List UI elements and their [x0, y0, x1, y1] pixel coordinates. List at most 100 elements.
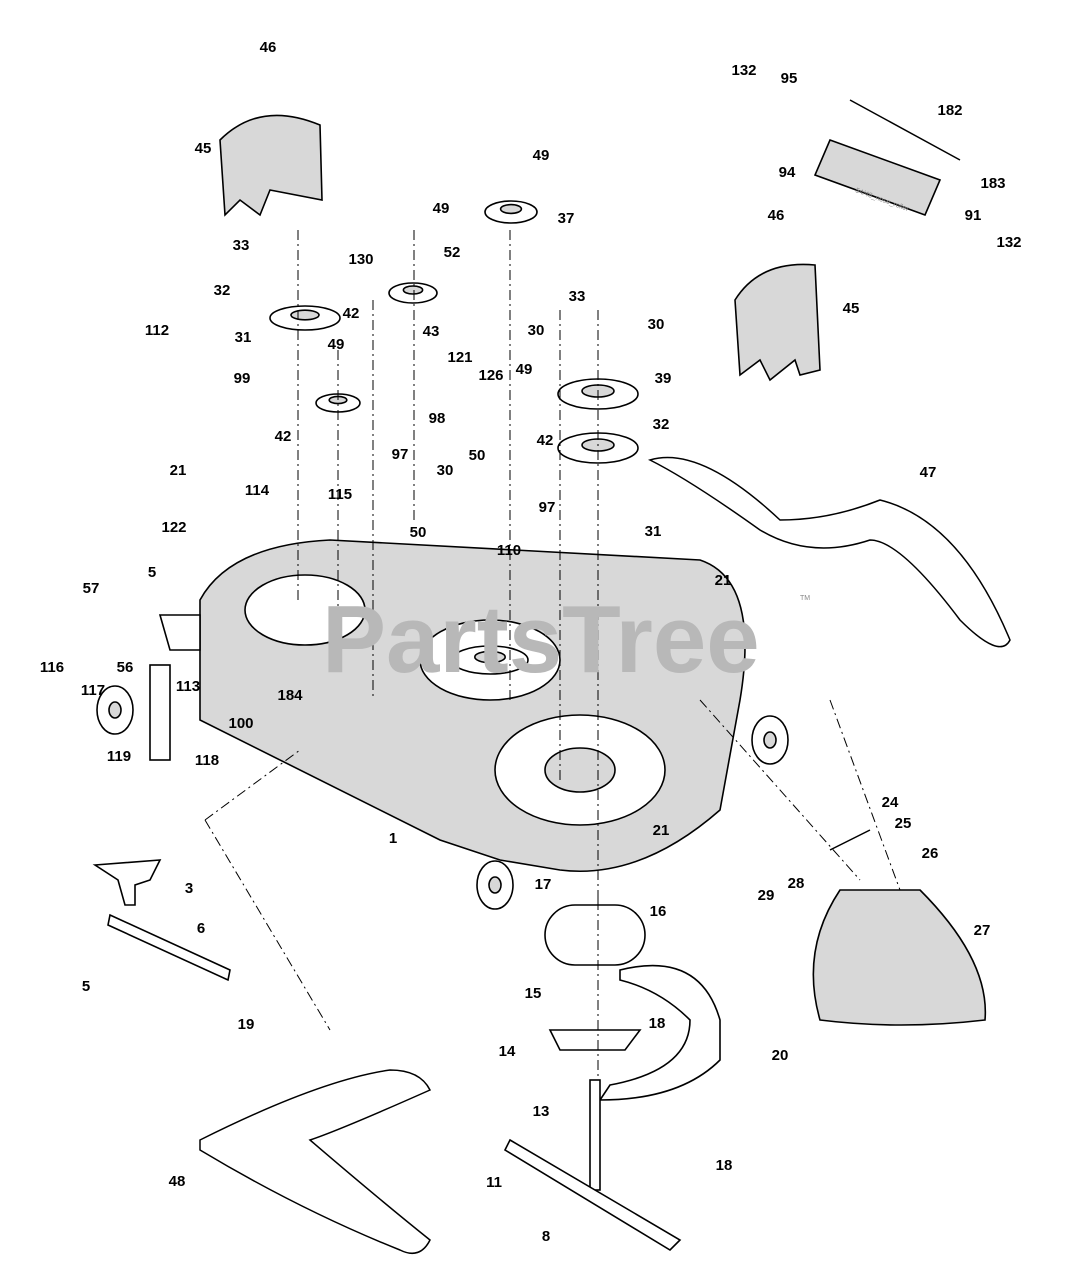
belt-cover-right [734, 263, 821, 382]
wheel-hub [763, 731, 777, 749]
callout-42: 42 [275, 428, 292, 445]
spindle-housing-14 [548, 1029, 642, 1051]
wheel-hub [108, 701, 122, 719]
callout-18: 18 [649, 1015, 666, 1032]
belt-47 [647, 456, 1011, 648]
callout-126: 126 [478, 367, 503, 384]
callout-56: 56 [117, 659, 134, 676]
watermark: PartsTree [322, 586, 760, 693]
callout-30: 30 [648, 316, 665, 333]
belt-48 [199, 1069, 432, 1255]
alignment-line [829, 699, 901, 891]
callout-112: 112 [145, 322, 169, 339]
callout-15: 15 [525, 985, 542, 1002]
callout-48: 48 [169, 1173, 186, 1190]
callout-97: 97 [392, 446, 409, 463]
callout-184: 184 [277, 687, 303, 704]
callout-113: 113 [176, 678, 200, 695]
callout-27: 27 [974, 922, 991, 939]
pulley-hub [499, 203, 523, 215]
callout-5: 5 [82, 978, 90, 995]
pulley-hub [290, 309, 320, 321]
callout-95: 95 [781, 70, 798, 87]
callout-1: 1 [389, 830, 397, 847]
callout-100: 100 [228, 715, 253, 732]
callout-29: 29 [758, 887, 775, 904]
spring-25 [829, 829, 871, 851]
callout-14: 14 [499, 1043, 516, 1060]
callout-46: 46 [260, 39, 277, 56]
callout-32: 32 [653, 416, 670, 433]
callout-39: 39 [655, 370, 672, 387]
callout-132: 132 [996, 234, 1021, 251]
callout-50: 50 [469, 447, 486, 464]
callout-49: 49 [533, 147, 550, 164]
callout-118: 118 [195, 752, 219, 769]
callout-42: 42 [537, 432, 554, 449]
callout-11: 11 [486, 1174, 502, 1191]
callout-28: 28 [788, 875, 805, 892]
pulley-hub [402, 285, 424, 295]
callout-13: 13 [533, 1103, 550, 1120]
callout-6: 6 [197, 920, 205, 937]
callout-57: 57 [83, 580, 100, 597]
alignment-line [204, 819, 331, 1031]
callout-47: 47 [920, 464, 937, 481]
callout-30: 30 [437, 462, 454, 479]
callout-116: 116 [40, 659, 64, 676]
callout-16: 16 [650, 903, 667, 920]
callout-132: 132 [731, 62, 756, 79]
callout-26: 26 [922, 845, 939, 862]
callout-97: 97 [539, 499, 556, 516]
bracket-57 [158, 614, 201, 651]
callout-32: 32 [214, 282, 231, 299]
belt-cover-left [219, 114, 323, 217]
link-6 [107, 913, 231, 982]
callout-119: 119 [107, 748, 131, 765]
callout-130: 130 [348, 251, 373, 268]
callout-98: 98 [429, 410, 446, 427]
callout-37: 37 [558, 210, 575, 227]
discharge-chute [812, 889, 987, 1026]
callout-183: 183 [980, 175, 1005, 192]
callout-21: 21 [170, 462, 187, 479]
callout-31: 31 [645, 523, 662, 540]
callout-25: 25 [895, 815, 912, 832]
callout-31: 31 [235, 329, 252, 346]
trademark: TM [800, 595, 810, 602]
alignment-line [699, 699, 861, 881]
alignment-line [204, 749, 301, 821]
callout-52: 52 [444, 244, 461, 261]
callout-21: 21 [653, 822, 670, 839]
spindle-opening [544, 747, 616, 793]
callout-110: 110 [497, 542, 521, 559]
callout-182: 182 [937, 102, 962, 119]
spindle-bearing-16 [544, 904, 646, 966]
wheel-hub [488, 876, 502, 894]
callout-42: 42 [343, 305, 360, 322]
callout-99: 99 [234, 370, 251, 387]
bracket-3 [92, 859, 162, 906]
callout-45: 45 [843, 300, 860, 317]
deck-spindle-housing-left [244, 574, 366, 646]
callout-91: 91 [965, 207, 982, 224]
callout-21: 21 [715, 572, 732, 589]
nose-roller [813, 138, 942, 217]
callout-49: 49 [516, 361, 533, 378]
callout-45: 45 [195, 140, 212, 157]
roller-axle [849, 99, 961, 161]
callout-33: 33 [233, 237, 250, 254]
callout-30: 30 [528, 322, 545, 339]
callout-17: 17 [535, 876, 552, 893]
callout-114: 114 [245, 482, 270, 499]
callout-115: 115 [328, 486, 352, 503]
callout-5: 5 [148, 564, 156, 581]
callout-33: 33 [569, 288, 586, 305]
bracket-56 [149, 664, 171, 761]
blade-11 [503, 1138, 682, 1252]
callout-labels: 4645333231994211213049524243499711550121… [40, 39, 1022, 1245]
callout-49: 49 [433, 200, 450, 217]
callout-50: 50 [410, 524, 427, 541]
